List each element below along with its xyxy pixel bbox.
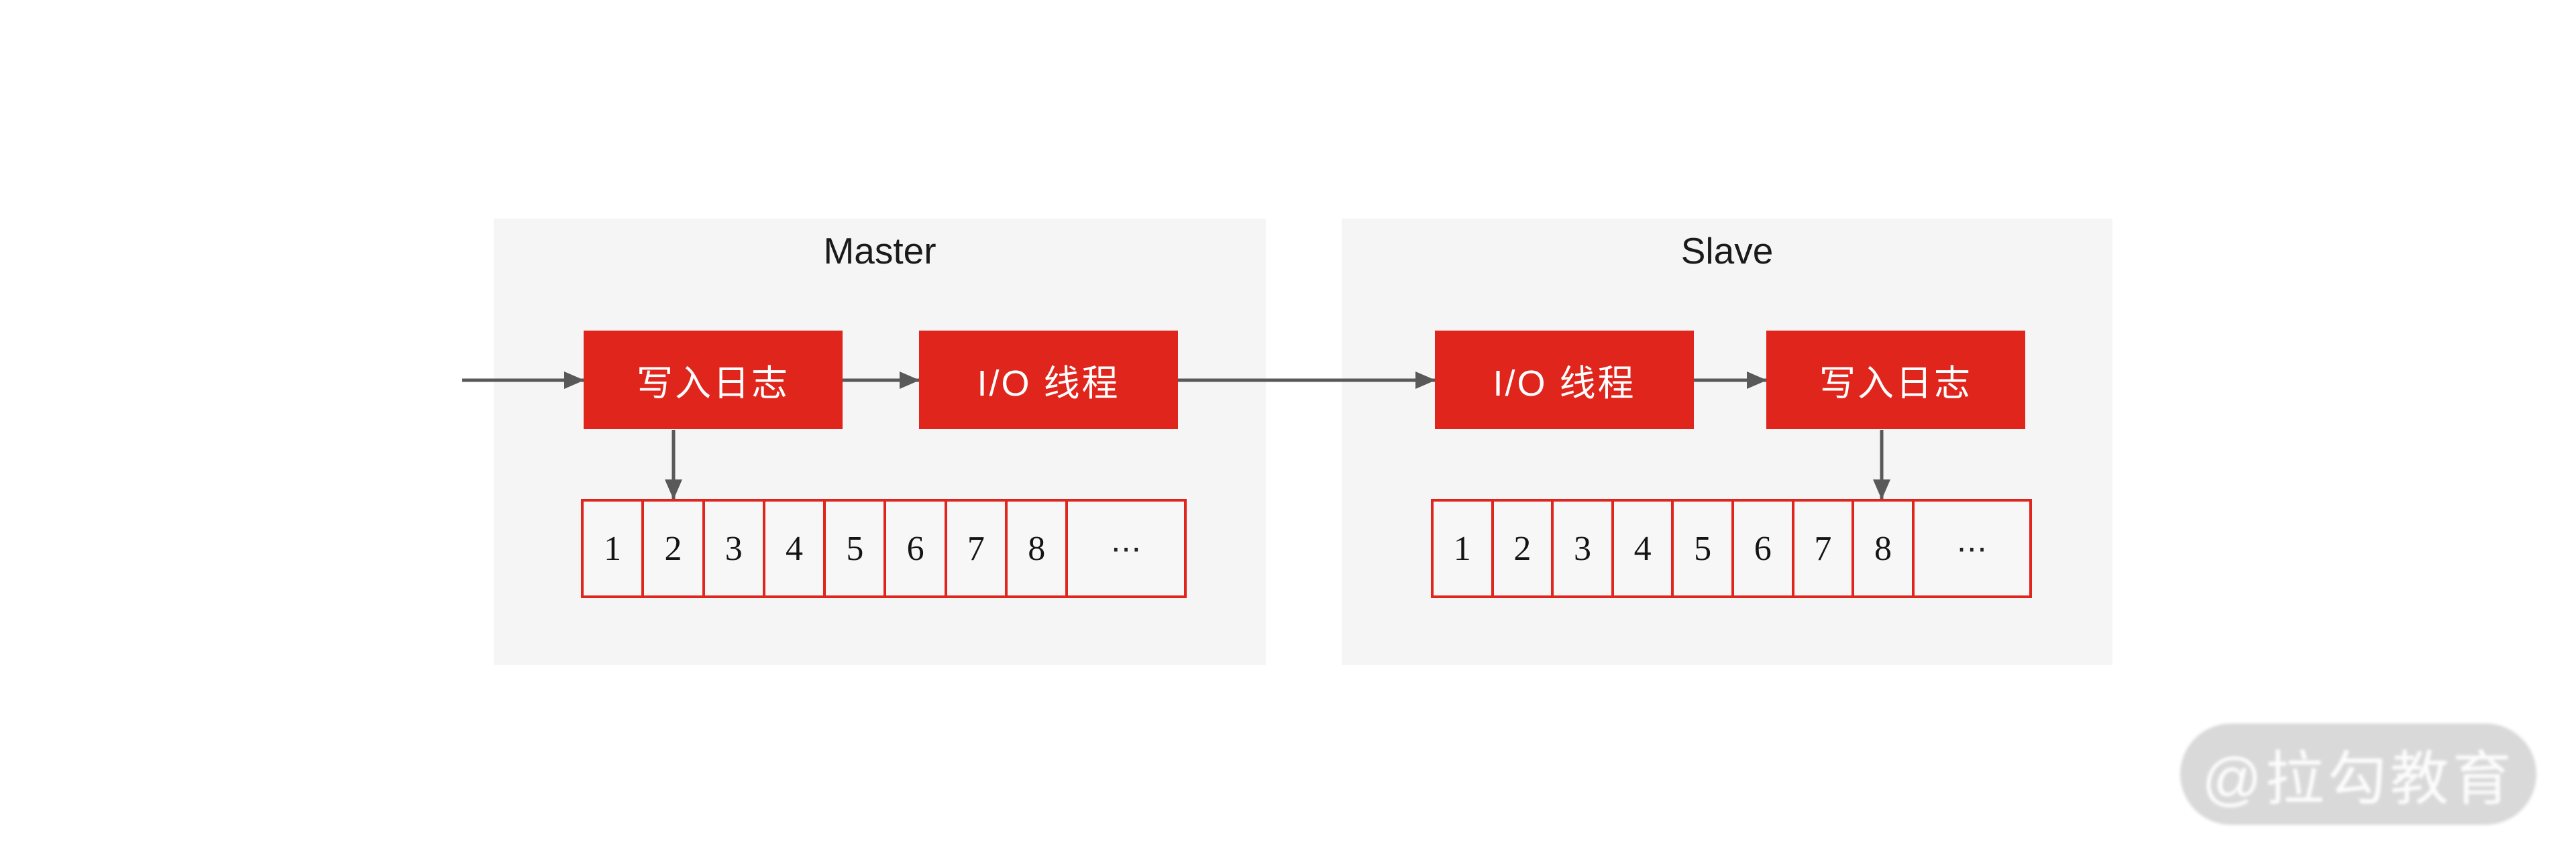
log-cell: 5: [1671, 502, 1731, 595]
log-cell-ellipsis: ⋯: [1911, 502, 2029, 595]
slave-write-log-box: 写入日志: [1766, 331, 2025, 429]
master-binlog-cells: 1 2 3 4 5 6 7 8 ⋯: [581, 499, 1187, 598]
master-panel: Master 写入日志 I/O 线程 1 2 3 4 5 6 7 8 ⋯: [494, 219, 1266, 665]
watermark-text: @拉勾教育: [2202, 746, 2515, 812]
log-cell: 8: [1851, 502, 1912, 595]
log-cell: 8: [1005, 502, 1065, 595]
log-cell: 2: [641, 502, 702, 595]
log-cell: 3: [702, 502, 763, 595]
log-cell: 1: [1453, 529, 1471, 568]
master-io-thread-box: I/O 线程: [919, 331, 1178, 429]
slave-panel-title: Slave: [1680, 230, 1774, 272]
log-cell-ellipsis: ⋯: [1065, 502, 1184, 595]
log-cell: 3: [1551, 502, 1611, 595]
log-cell: 4: [762, 502, 823, 595]
slave-relaylog-cells: 1 2 3 4 5 6 7 8 ⋯: [1431, 499, 2032, 598]
slave-io-thread-box: I/O 线程: [1435, 331, 1694, 429]
watermark-badge: @拉勾教育: [2180, 724, 2536, 825]
log-cell: 6: [883, 502, 944, 595]
log-cell: 2: [1491, 502, 1552, 595]
log-cell: 7: [944, 502, 1005, 595]
master-write-log-box: 写入日志: [584, 331, 843, 429]
slave-panel: Slave I/O 线程 写入日志 1 2 3 4 5 6 7 8 ⋯: [1342, 219, 2112, 665]
log-cell: 5: [823, 502, 883, 595]
log-cell: 1: [604, 529, 622, 568]
log-cell: 7: [1791, 502, 1852, 595]
log-cell: 4: [1611, 502, 1672, 595]
log-cell: 6: [1731, 502, 1792, 595]
master-panel-title: Master: [823, 230, 936, 272]
